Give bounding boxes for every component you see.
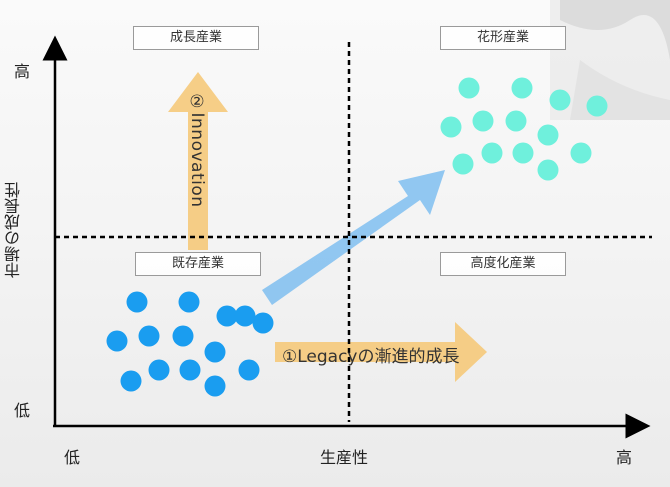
star-industry-dot bbox=[452, 153, 474, 175]
y-axis-title: 市場の成長性 bbox=[4, 182, 23, 278]
innovation-arrow bbox=[168, 72, 228, 250]
quadrant-growth-industry: 成長産業 bbox=[133, 26, 259, 50]
existing-industry-dot bbox=[126, 291, 148, 313]
existing-industry-dots bbox=[106, 291, 274, 397]
star-industry-dot bbox=[512, 142, 534, 164]
x-axis-low-label: 低 bbox=[64, 448, 81, 467]
legacy-label: ①Legacyの漸進的成長 bbox=[282, 347, 460, 367]
quadrant-star-industry: 花形産業 bbox=[440, 26, 566, 50]
existing-industry-dot bbox=[252, 312, 274, 334]
existing-industry-dot bbox=[172, 325, 194, 347]
star-industry-dot bbox=[549, 89, 571, 111]
existing-industry-dot bbox=[234, 305, 256, 327]
x-axis-title: 生産性 bbox=[320, 448, 369, 467]
y-axis-high-label: 高 bbox=[14, 62, 31, 81]
star-industry-dot bbox=[481, 142, 503, 164]
star-industry-dot bbox=[505, 110, 527, 132]
existing-industry-dot bbox=[106, 330, 128, 352]
existing-industry-dot bbox=[179, 359, 201, 381]
existing-industry-dot bbox=[120, 370, 142, 392]
existing-industry-dot bbox=[238, 359, 260, 381]
existing-industry-dot bbox=[204, 341, 226, 363]
existing-industry-dot bbox=[148, 359, 170, 381]
star-industry-dot bbox=[570, 142, 592, 164]
star-industry-dots bbox=[440, 77, 608, 181]
existing-industry-dot bbox=[216, 305, 238, 327]
star-industry-dot bbox=[472, 110, 494, 132]
existing-industry-dot bbox=[178, 291, 200, 313]
star-industry-dot bbox=[586, 95, 608, 117]
legacy-arrow bbox=[275, 322, 487, 382]
quadrant-existing-industry: 既存産業 bbox=[135, 252, 261, 276]
existing-industry-dot bbox=[204, 375, 226, 397]
star-industry-dot bbox=[440, 116, 462, 138]
star-industry-dot bbox=[537, 159, 559, 181]
star-industry-dot bbox=[458, 77, 480, 99]
star-industry-dot bbox=[511, 77, 533, 99]
x-axis-high-label: 高 bbox=[616, 448, 633, 467]
quadrant-advanced-industry: 高度化産業 bbox=[440, 252, 566, 276]
star-industry-dot bbox=[537, 124, 559, 146]
innovation-label: ②Innovation bbox=[187, 92, 207, 208]
y-axis-low-label: 低 bbox=[14, 401, 31, 420]
existing-industry-dot bbox=[138, 325, 160, 347]
